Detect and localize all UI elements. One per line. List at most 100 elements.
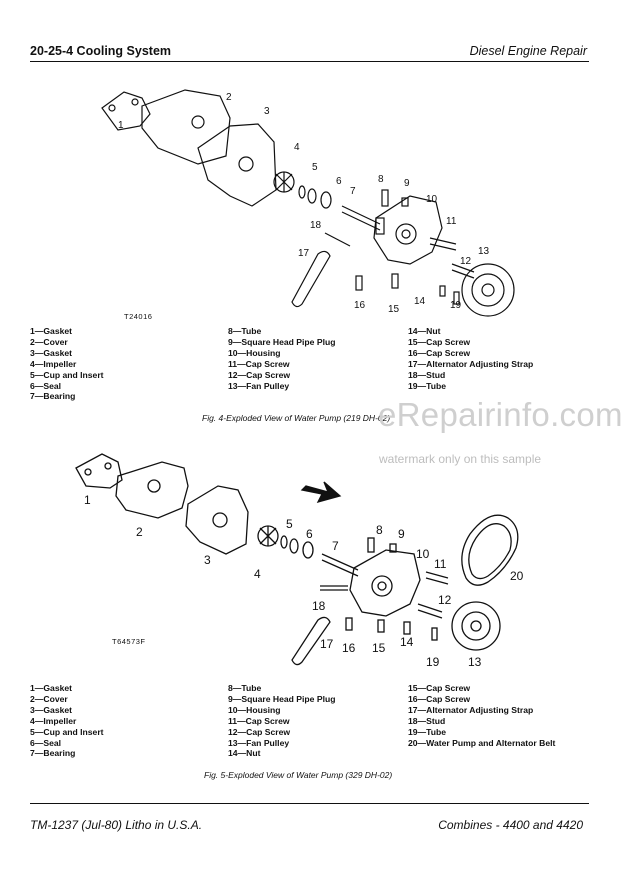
fig1-callout: 6 — [336, 176, 342, 187]
legend-entry: 1—Gasket — [30, 326, 73, 336]
fig1-callout: 3 — [264, 106, 270, 117]
figure-1-legend: 1—Gasket 2—Cover 3—Gasket 4—Impeller 5—C… — [30, 326, 590, 401]
fig1-callout: 11 — [446, 216, 457, 227]
legend-entry: 15—Cap Screw — [408, 683, 471, 693]
legend-entry: 4—Impeller — [30, 358, 77, 369]
fig2-callout: 17 — [320, 637, 334, 651]
legend-entry: 18—Stud — [408, 715, 446, 726]
fig2-callout: 2 — [136, 525, 143, 539]
fig2-callout: 13 — [468, 655, 482, 669]
fig2-callout: 6 — [306, 527, 313, 541]
legend-entry: 10—Housing — [228, 347, 281, 358]
fig1-callout: 14 — [414, 296, 426, 307]
legend-entry: 6—Seal — [30, 737, 62, 748]
legend-entry: 19—Tube — [408, 726, 447, 737]
fig1-callout: 12 — [460, 256, 472, 267]
legend-entry: 3—Gasket — [30, 347, 73, 358]
footer-models: Combines - 4400 and 4420 — [438, 818, 583, 832]
fig1-callout: 7 — [350, 186, 356, 197]
legend-entry: 2—Cover — [30, 336, 68, 347]
fig1-callout: 2 — [226, 92, 232, 103]
legend-entry: 7—Bearing — [30, 391, 76, 402]
legend-entry: 1—Gasket — [30, 683, 73, 693]
legend-entry: 5—Cup and Insert — [30, 726, 104, 737]
legend-entry: 9—Square Head Pipe Plug — [228, 336, 336, 347]
figure-2-exploded-drawing: 1 2 3 4 5 6 7 8 9 10 11 12 13 14 15 16 1… — [75, 453, 524, 669]
fig2-callout: 11 — [434, 557, 447, 571]
legend-column: 8—Tube 9—Square Head Pipe Plug 10—Housin… — [228, 683, 335, 759]
legend-entry: 17—Alternator Adjusting Strap — [408, 704, 534, 715]
figure-2-caption: Fig. 5-Exploded View of Water Pump (329 … — [204, 770, 393, 780]
figure-1-id: T24016 — [124, 312, 153, 321]
legend-entry: 10—Housing — [228, 704, 281, 715]
legend-entry: 13—Fan Pulley — [228, 380, 290, 391]
legend-entry: 14—Nut — [228, 748, 261, 759]
fig2-callout: 18 — [312, 599, 326, 613]
fig2-callout: 12 — [438, 593, 452, 607]
fig1-callout: 18 — [310, 220, 322, 231]
legend-entry: 13—Fan Pulley — [228, 737, 290, 748]
footer-publication: TM-1237 (Jul-80) Litho in U.S.A. — [30, 818, 203, 832]
fig2-callout: 19 — [426, 655, 440, 669]
fig1-callout: 13 — [478, 246, 490, 257]
fig2-callout: 4 — [254, 567, 261, 581]
legend-entry: 12—Cap Screw — [228, 369, 291, 380]
figure-1-exploded-drawing: 1 2 3 4 5 6 7 8 9 10 11 12 13 14 15 16 1… — [101, 89, 515, 317]
fig2-callout: 10 — [416, 547, 430, 561]
fig2-callout: 20 — [510, 569, 524, 583]
figure-1-caption: Fig. 4-Exploded View of Water Pump (219 … — [202, 413, 391, 423]
legend-entry: 20—Water Pump and Alternator Belt — [408, 737, 556, 748]
fig2-callout: 16 — [342, 641, 356, 655]
legend-entry: 8—Tube — [228, 326, 262, 336]
fig2-callout: 14 — [400, 635, 414, 649]
legend-entry: 18—Stud — [408, 369, 446, 380]
footer-rule — [30, 803, 589, 804]
legend-column: 8—Tube 9—Square Head Pipe Plug 10—Housin… — [228, 326, 335, 391]
fig1-callout: 8 — [378, 174, 384, 185]
fig2-callout: 15 — [372, 641, 386, 655]
legend-entry: 15—Cap Screw — [408, 336, 471, 347]
legend-entry: 7—Bearing — [30, 748, 76, 759]
manual-title: Diesel Engine Repair — [469, 44, 587, 58]
legend-column: 1—Gasket 2—Cover 3—Gasket 4—Impeller 5—C… — [30, 683, 104, 759]
legend-column: 14—Nut 15—Cap Screw 16—Cap Screw 17—Alte… — [408, 326, 533, 391]
section-title: 20-25-4 Cooling System — [30, 44, 172, 58]
fig2-callout: 8 — [376, 523, 383, 537]
legend-entry: 11—Cap Screw — [228, 715, 290, 726]
legend-entry: 11—Cap Screw — [228, 358, 290, 369]
fig1-callout: 4 — [294, 142, 300, 153]
header-rule — [30, 61, 589, 62]
fig1-callout: 17 — [298, 248, 310, 259]
figure-2-legend: 1—Gasket 2—Cover 3—Gasket 4—Impeller 5—C… — [30, 683, 600, 763]
fig2-callout: 7 — [332, 539, 339, 553]
legend-entry: 17—Alternator Adjusting Strap — [408, 358, 534, 369]
figure-2-id: T64573F — [112, 637, 146, 646]
legend-entry: 2—Cover — [30, 693, 68, 704]
fig1-callout: 1 — [118, 120, 124, 131]
legend-entry: 14—Nut — [408, 326, 441, 336]
fig1-callout: 5 — [312, 162, 318, 173]
fig1-callout: 16 — [354, 300, 366, 311]
legend-entry: 9—Square Head Pipe Plug — [228, 693, 336, 704]
legend-entry: 12—Cap Screw — [228, 726, 291, 737]
legend-entry: 16—Cap Screw — [408, 347, 471, 358]
legend-entry: 16—Cap Screw — [408, 693, 471, 704]
watermark-site: eRepairinfo.com — [378, 396, 621, 433]
legend-entry: 4—Impeller — [30, 715, 77, 726]
fig1-callout: 10 — [426, 194, 438, 205]
legend-column: 1—Gasket 2—Cover 3—Gasket 4—Impeller 5—C… — [30, 326, 104, 402]
legend-entry: 5—Cup and Insert — [30, 369, 104, 380]
legend-column: 15—Cap Screw 16—Cap Screw 17—Alternator … — [408, 683, 555, 748]
fig2-callout: 5 — [286, 517, 293, 531]
fig2-callout: 1 — [84, 493, 91, 507]
fig2-callout: 3 — [204, 553, 211, 567]
fig1-callout: 15 — [388, 304, 400, 315]
legend-entry: 6—Seal — [30, 380, 62, 391]
legend-entry: 8—Tube — [228, 683, 262, 693]
fig1-callout: 19 — [450, 300, 462, 311]
fig1-callout: 9 — [404, 178, 410, 189]
legend-entry: 3—Gasket — [30, 704, 73, 715]
legend-entry: 19—Tube — [408, 380, 447, 391]
fig2-callout: 9 — [398, 527, 405, 541]
watermark-note: watermark only on this sample — [379, 452, 542, 466]
